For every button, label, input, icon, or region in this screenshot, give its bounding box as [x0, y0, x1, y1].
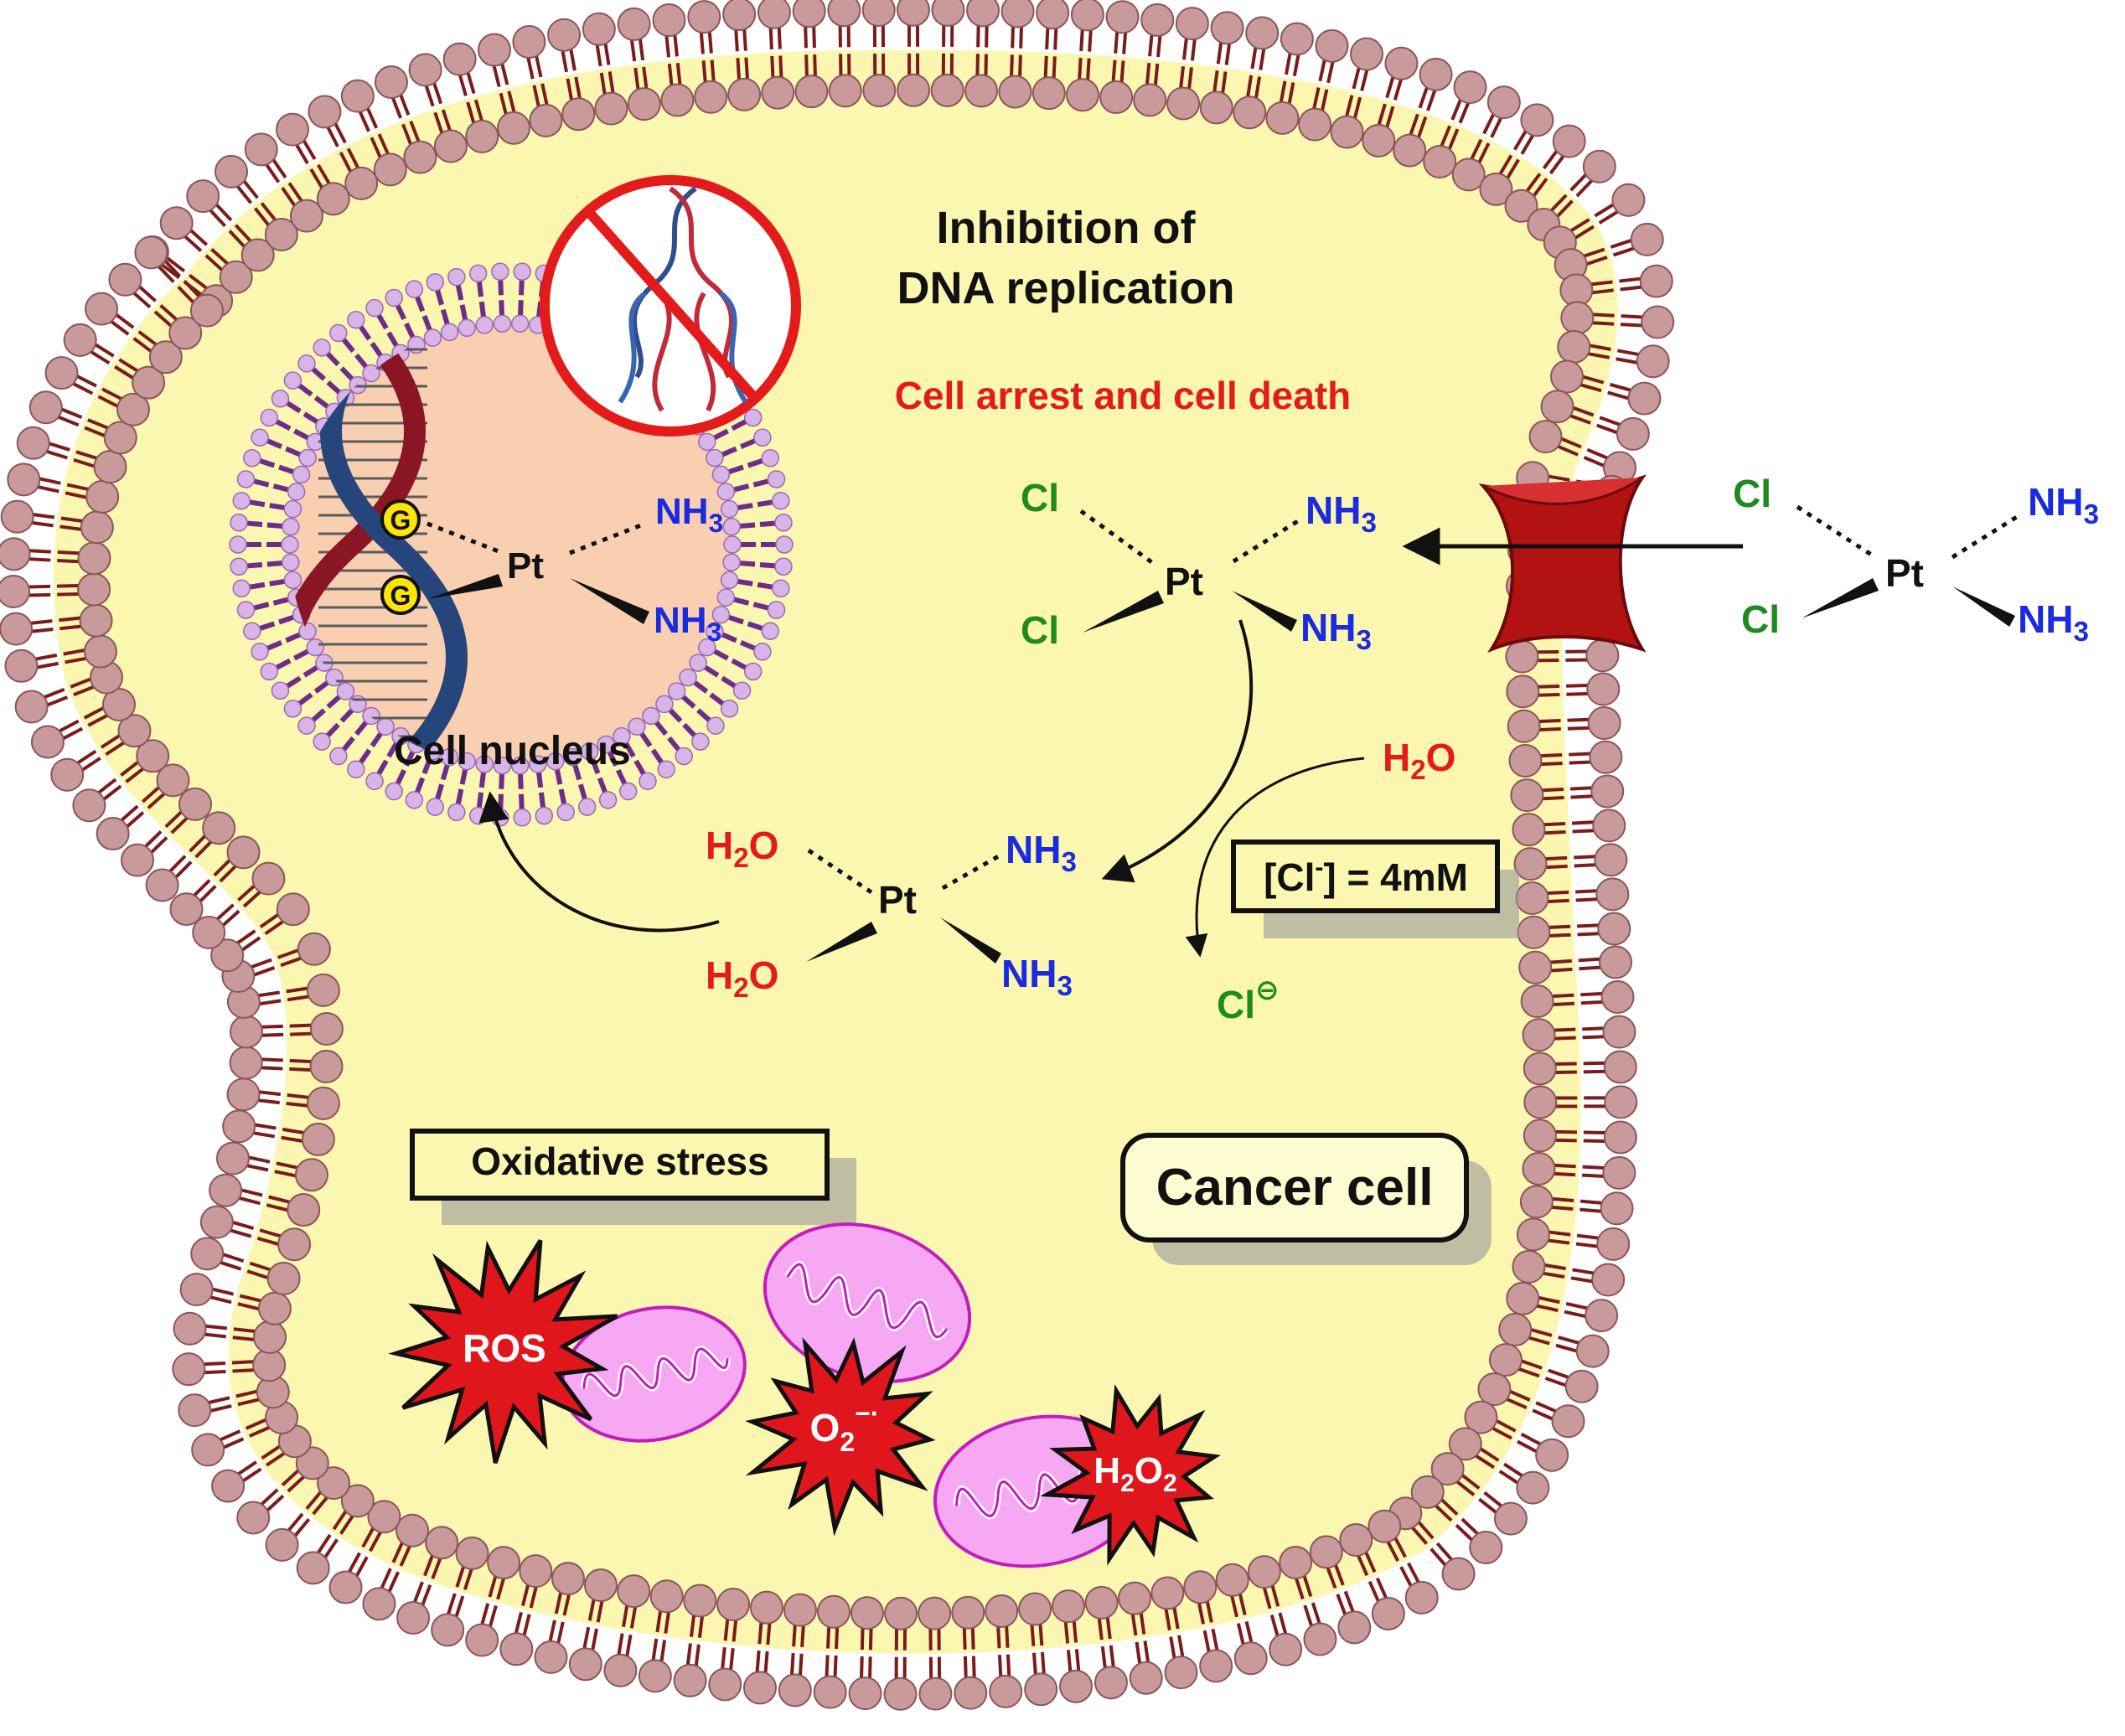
cisplatin-intracellular: Cl Cl Pt NH3 NH3 [1021, 476, 1377, 656]
pt-label-adduct: Pt [507, 545, 544, 586]
nh3-label-aquated-a: NH3 [1006, 828, 1077, 878]
aquation-arrow [1101, 619, 1254, 883]
guanine-label-1: G [390, 505, 411, 535]
nh3-label-adduct-b: NH3 [654, 600, 721, 647]
cancer-cell-box: Cancer cell [1120, 1133, 1492, 1265]
h2o-label-b: H2O [706, 953, 778, 1004]
cl-label-outside-2: Cl [1741, 597, 1780, 641]
inhibition-title-line1: Inhibition of [937, 203, 1197, 253]
nh3-label-outside-a: NH3 [2028, 480, 2099, 530]
cancer-cell-label: Cancer cell [1156, 1159, 1434, 1217]
pt-label-aquated: Pt [878, 878, 917, 922]
ros-bursts [388, 1239, 1221, 1566]
oxidative-stress-box: Oxidative stress [410, 1129, 856, 1225]
guanine-label-2: G [390, 581, 411, 611]
aquated-cisplatin: H2O H2O Pt NH3 NH3 [706, 824, 1077, 1004]
cell-arrest-label: Cell arrest and cell death [895, 374, 1352, 417]
ros-label: ROS [463, 1326, 546, 1370]
superoxide-label: O2−· [810, 1398, 880, 1457]
lipid-heads [0, 0, 1675, 1711]
nh3-label-inside-b: NH3 [1300, 606, 1372, 656]
nh3-label-outside-b: NH3 [2018, 597, 2089, 648]
chloride-release-arrow [1185, 757, 1365, 958]
membrane-transport-channel [1478, 474, 1647, 654]
cisplatin-extracellular: Cl Cl Pt NH3 NH3 [1733, 472, 2099, 648]
pt-label-inside: Pt [1165, 560, 1203, 603]
cl-label-inside-2: Cl [1021, 608, 1059, 652]
chloride-concentration-label: [Cl-] = 4mM [1264, 854, 1468, 899]
nuclear-entry-arrow [478, 791, 720, 933]
pt-dna-adduct: G G Pt NH3 NH3 [380, 491, 723, 647]
h2o-label-a: H2O [706, 824, 778, 874]
mitochondrion-1 [561, 1305, 747, 1443]
nh3-label-aquated-b: NH3 [1001, 952, 1073, 1002]
water-label: H2O [1383, 736, 1455, 786]
pt-label-outside: Pt [1885, 551, 1924, 595]
plasma-membrane [0, 0, 1675, 1711]
no-dna-replication-sign [540, 175, 801, 437]
cell-nucleus-label: Cell nucleus [394, 729, 631, 773]
chloride-ion-label: Cl⊖ [1217, 974, 1280, 1026]
chloride-concentration-box: [Cl-] = 4mM [1231, 840, 1519, 938]
nh3-label-inside-a: NH3 [1306, 488, 1377, 539]
hydrogen-peroxide-label: H2O2 [1094, 1450, 1176, 1497]
mitochondria-group [561, 1222, 1145, 1568]
cl-label-inside-1: Cl [1021, 476, 1059, 519]
nh3-label-adduct-a: NH3 [655, 491, 723, 538]
guanine-marker-1 [380, 499, 421, 540]
oxidative-stress-label: Oxidative stress [471, 1139, 768, 1183]
inhibition-title-line2: DNA replication [897, 263, 1234, 313]
cl-label-outside-1: Cl [1733, 472, 1771, 515]
guanine-marker-2 [380, 575, 421, 615]
